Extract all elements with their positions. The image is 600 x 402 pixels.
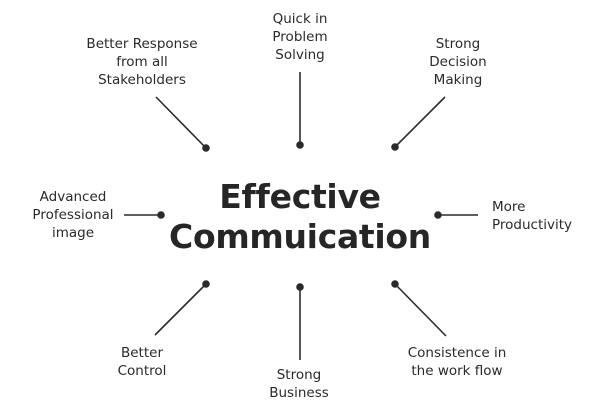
connector-dot-bottom-left — [202, 280, 210, 288]
connector-dot-top-left — [202, 144, 210, 152]
node-better-response: Better Response from all Stakeholders — [86, 35, 197, 89]
node-quick-problem-solving: Quick in Problem Solving — [272, 10, 327, 64]
node-consistence-work-flow: Consistence in the work flow — [408, 344, 507, 380]
node-line: Productivity — [492, 217, 573, 233]
node-line: Professional — [32, 207, 114, 223]
node-line: Decision — [429, 54, 487, 70]
connector-dot-top-right — [391, 143, 399, 151]
node-line: Strong — [276, 367, 322, 383]
node-line: from all — [116, 54, 168, 70]
node-line: Solving — [275, 47, 325, 63]
node-line: image — [51, 225, 95, 241]
connector-dot-top — [296, 141, 304, 149]
node-strong-decision-making: Strong Decision Making — [429, 35, 486, 89]
node-strong-business: Strong Business — [269, 366, 329, 402]
node-line: Better — [120, 345, 163, 361]
node-line: Quick in — [272, 11, 328, 27]
connector-top-left — [155, 96, 207, 149]
connector-dot-right — [434, 211, 442, 219]
connector-dot-left — [157, 211, 165, 219]
node-more-productivity: More Productivity — [492, 198, 572, 234]
node-better-control: Better Control — [118, 344, 167, 380]
center-title-line-2: Commuication — [169, 217, 431, 256]
node-line: Control — [117, 363, 167, 379]
node-line: Advanced — [39, 189, 107, 205]
node-line: Strong — [435, 36, 481, 52]
connector-bottom-right — [394, 283, 447, 337]
connector-bottom-left — [154, 283, 207, 336]
node-line: Better Response — [86, 36, 198, 52]
connector-dot-bottom-right — [391, 280, 399, 288]
connector-dot-bottom — [296, 283, 304, 291]
node-advanced-professional-image: Advanced Professional image — [32, 188, 113, 242]
node-line: Business — [269, 385, 329, 401]
node-line: Consistence in — [407, 345, 507, 361]
node-line: Problem — [272, 29, 328, 45]
node-line: More — [492, 199, 526, 215]
center-title: Effective Commuication — [169, 177, 431, 257]
node-line: Making — [433, 72, 483, 88]
center-title-line-1: Effective — [219, 177, 381, 216]
connector-top-right — [394, 96, 446, 148]
node-line: the work flow — [411, 363, 503, 379]
node-line: Stakeholders — [98, 72, 186, 88]
